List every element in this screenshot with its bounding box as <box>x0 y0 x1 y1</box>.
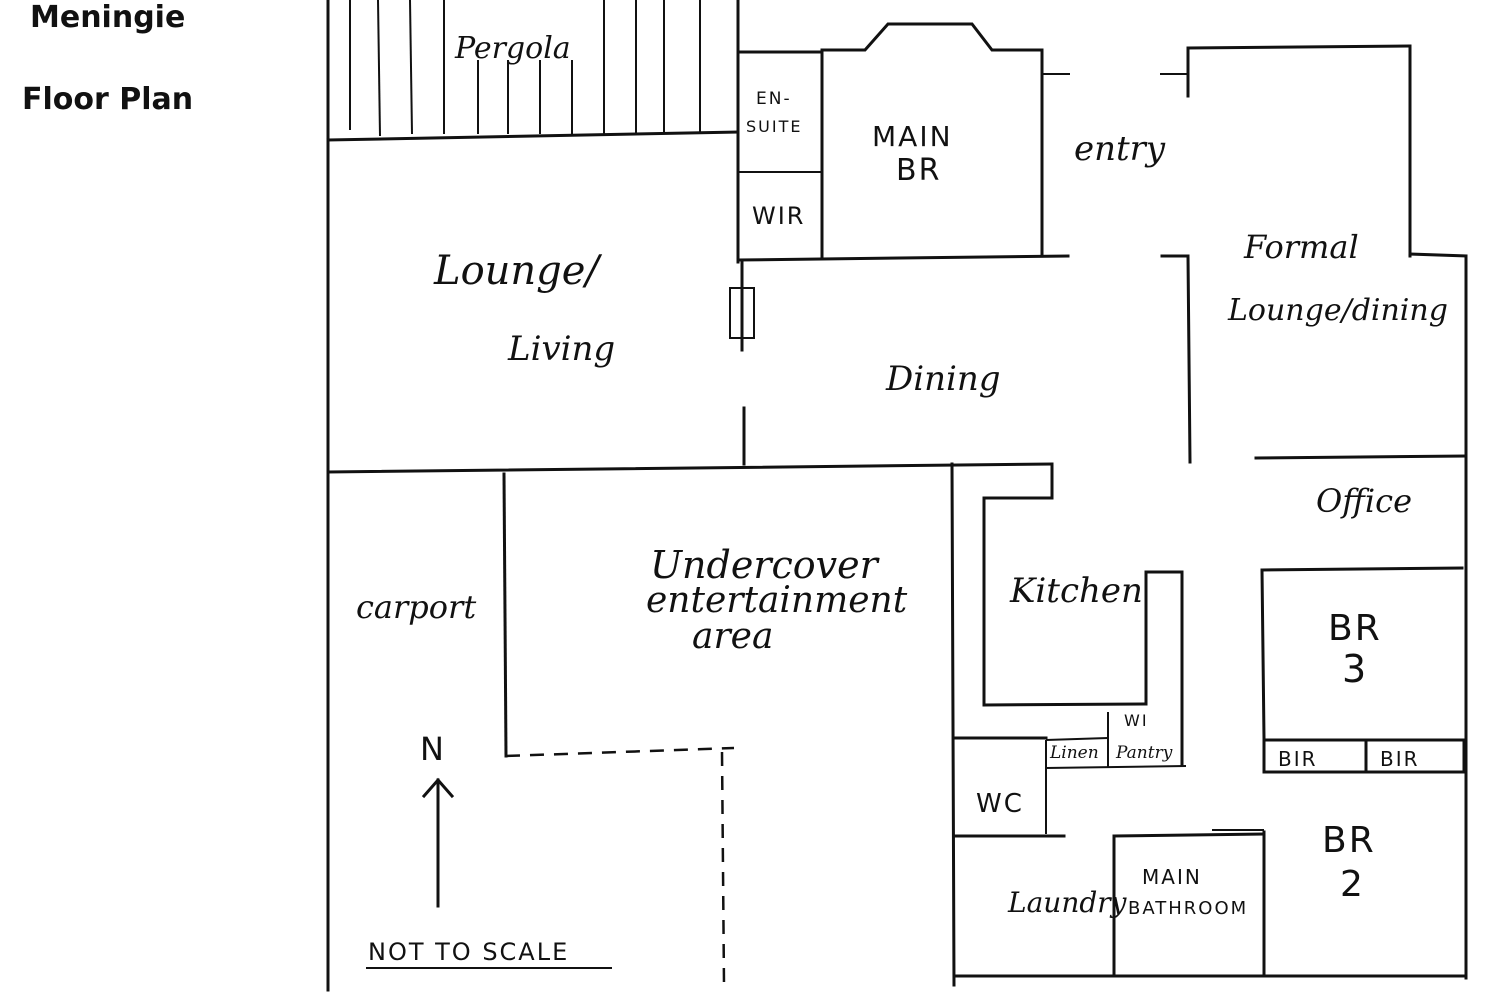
label-undercover-1: Undercover <box>650 543 881 587</box>
label-main-br-2: BR <box>896 153 941 188</box>
label-wir: WIR <box>752 202 805 230</box>
compass-label: N <box>420 730 446 768</box>
label-wi-pantry-2: Pantry <box>1115 743 1173 763</box>
label-ensuite-2: SUITE <box>746 117 802 136</box>
label-wi-pantry-1: WI <box>1124 711 1149 730</box>
label-formal-1: Formal <box>1243 228 1359 266</box>
label-br3-2: 3 <box>1342 647 1368 691</box>
label-laundry: Laundry <box>1007 886 1128 919</box>
label-bathroom-2: BATHROOM <box>1128 898 1248 919</box>
label-bir-left: BIR <box>1278 747 1318 771</box>
label-formal-2: Lounge/dining <box>1227 293 1448 328</box>
walls <box>326 0 1468 992</box>
label-dining: Dining <box>885 359 1001 399</box>
page-subtitle: Floor Plan <box>22 82 194 117</box>
label-bir-right: BIR <box>1380 747 1420 771</box>
label-pergola: Pergola <box>454 31 571 66</box>
label-undercover-2: entertainment <box>646 580 908 621</box>
label-entry: entry <box>1074 129 1166 169</box>
label-ensuite-1: EN- <box>756 89 792 109</box>
label-bathroom-1: MAIN <box>1142 865 1202 889</box>
label-office: Office <box>1316 482 1412 520</box>
label-kitchen: Kitchen <box>1009 571 1143 611</box>
label-carport: carport <box>356 588 476 626</box>
scale-note: NOT TO SCALE <box>368 938 569 966</box>
north-arrow-icon <box>421 777 455 908</box>
pergola-slats <box>349 0 701 137</box>
page-title: Meningie <box>30 0 186 35</box>
label-lounge-2: Living <box>507 329 615 369</box>
label-undercover-3: area <box>692 616 773 657</box>
label-br2-1: BR <box>1322 820 1376 861</box>
label-lounge-1: Lounge/ <box>433 248 602 294</box>
label-br2-2: 2 <box>1340 864 1365 905</box>
label-br3-1: BR <box>1328 608 1382 649</box>
label-wc: WC <box>976 789 1024 819</box>
label-linen: Linen <box>1049 743 1099 763</box>
label-main-br-1: MAIN <box>872 120 953 153</box>
